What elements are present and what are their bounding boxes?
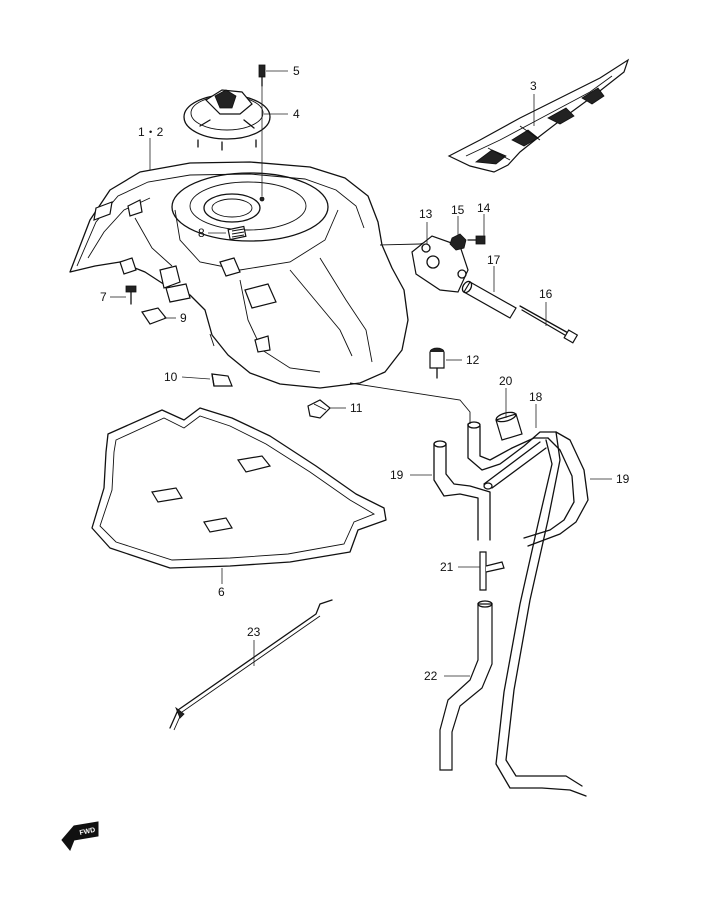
callout-9: 9 <box>180 311 187 325</box>
part-11-cushion <box>307 399 331 419</box>
callout-4: 4 <box>293 107 300 121</box>
callout-15: 15 <box>451 203 465 217</box>
part-10-cushion <box>211 373 233 387</box>
callout-5: 5 <box>293 64 300 78</box>
callout-7: 7 <box>100 290 107 304</box>
fwd-label: FWD <box>79 827 96 837</box>
part-7-bolt <box>125 285 137 305</box>
callout-21: 21 <box>440 560 454 574</box>
callout-14: 14 <box>477 201 491 215</box>
callout-12: 12 <box>466 353 480 367</box>
leader-lines <box>110 70 612 677</box>
part-6-tray <box>91 407 387 569</box>
part-19-hose-right <box>523 431 589 547</box>
part-12-valve <box>429 347 445 379</box>
part-9-cushion <box>141 307 167 325</box>
part-14-screw <box>467 235 486 245</box>
part-18-hose <box>349 382 557 490</box>
part-19-hose-left <box>433 440 491 541</box>
part-13-bracket <box>411 235 469 293</box>
part-1-2-fuel-tank <box>69 86 433 389</box>
part-15-nut <box>449 233 467 251</box>
part-22-hose <box>439 600 493 771</box>
part-16-bolt <box>519 305 579 344</box>
part-21-t-fitting <box>479 551 505 591</box>
part-5-screw <box>258 64 266 87</box>
part-4-fuel-cap <box>183 89 271 151</box>
callout-13: 13 <box>419 207 433 221</box>
callout-8: 8 <box>198 226 205 240</box>
callout-6: 6 <box>218 585 225 599</box>
callout-10: 10 <box>164 370 178 384</box>
part-23-rod <box>169 599 333 731</box>
fwd-arrow-icon <box>61 821 99 851</box>
callout-1-2: 1・2 <box>138 125 164 139</box>
callout-16: 16 <box>539 287 553 301</box>
part-18-long-hose <box>495 431 587 797</box>
callout-18: 18 <box>529 390 543 404</box>
part-3-cover <box>447 58 630 173</box>
callout-19-left: 19 <box>390 468 404 482</box>
callout-23: 23 <box>247 625 261 639</box>
callout-20: 20 <box>499 374 513 388</box>
callout-17: 17 <box>487 253 501 267</box>
part-8-pad <box>227 225 247 241</box>
part-17-collar <box>461 280 517 319</box>
callout-19-right: 19 <box>616 472 630 486</box>
callout-3: 3 <box>530 79 537 93</box>
part-20-collar <box>495 411 523 441</box>
callout-22: 22 <box>424 669 438 683</box>
callout-11: 11 <box>350 401 363 415</box>
